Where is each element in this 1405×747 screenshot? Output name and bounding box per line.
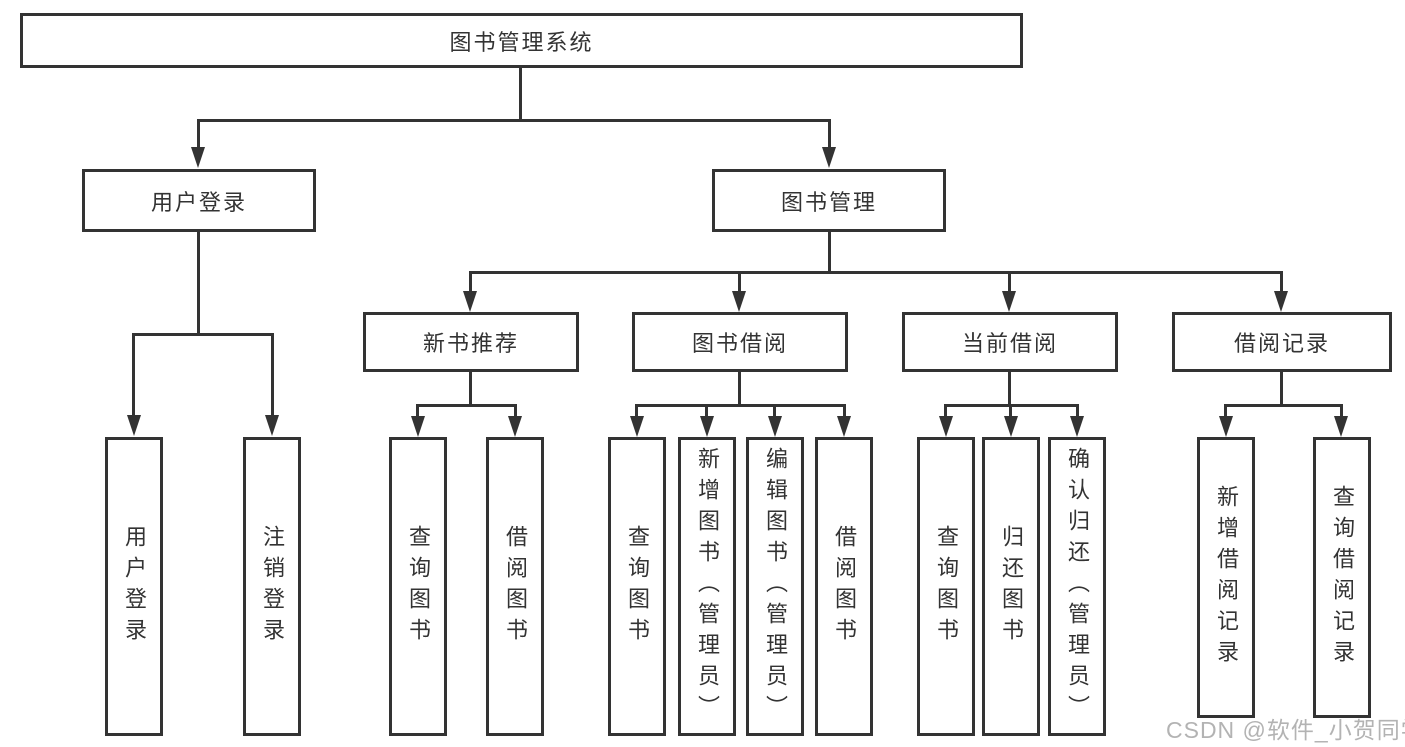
node-book-borrowing-label: 图书借阅 (691, 331, 788, 356)
leaf-confirm-return-admin-label: 确认归还（管理员） (1065, 447, 1090, 726)
leaf-borrow-books-2: 借阅图书 (815, 437, 873, 736)
connector-current-borrowing-stem (1008, 370, 1011, 407)
connector-drop-confirm-return (1076, 404, 1079, 418)
csdn-watermark: CSDN @软件_小贺同学 (1166, 717, 1405, 743)
node-borrow-records-label: 借阅记录 (1233, 331, 1330, 356)
arrowhead-borrow-books-2-icon (837, 416, 851, 437)
arrowhead-edit-books-admin-icon (768, 416, 782, 437)
node-root: 图书管理系统 (20, 13, 1023, 68)
arrowhead-book-borrowing-icon (732, 291, 746, 312)
leaf-edit-books-admin-label: 编辑图书（管理员） (763, 447, 788, 726)
connector-book-borrowing-rail (635, 404, 846, 407)
leaf-add-borrow-record: 新增借阅记录 (1197, 437, 1255, 718)
connector-drop-borrow-books-2 (843, 404, 846, 418)
node-borrow-records: 借阅记录 (1172, 312, 1392, 372)
arrowhead-add-books-admin-icon (700, 416, 714, 437)
arrowhead-user-login-icon (191, 147, 205, 168)
connector-root-rail (197, 119, 831, 122)
leaf-query-borrow-record-label: 查询借阅记录 (1330, 484, 1355, 671)
node-user-login-label: 用户登录 (150, 189, 247, 215)
node-book-management: 图书管理 (712, 169, 946, 232)
leaf-query-books-2: 查询图书 (608, 437, 666, 736)
leaf-logout: 注销登录 (243, 437, 301, 736)
node-user-login: 用户登录 (82, 169, 316, 232)
connector-drop-query-books-3 (944, 404, 947, 418)
connector-user-login-stem (197, 232, 200, 336)
arrowhead-query-books-2-icon (630, 416, 644, 437)
leaf-return-books: 归还图书 (982, 437, 1040, 736)
leaf-add-books-admin: 新增图书（管理员） (678, 437, 736, 736)
connector-book-management-stem (828, 232, 831, 274)
node-book-management-label: 图书管理 (780, 189, 877, 215)
arrowhead-query-books-1-icon (411, 416, 425, 437)
connector-drop-book-borrowing (738, 271, 741, 293)
leaf-query-books-3-label: 查询图书 (934, 524, 959, 649)
connector-drop-add-borrow-record (1224, 404, 1227, 418)
connector-new-book-recommend-rail (416, 404, 517, 407)
arrowhead-leaf-user-login-icon (127, 415, 141, 436)
arrowhead-new-book-recommend-icon (463, 291, 477, 312)
leaf-query-books-3: 查询图书 (917, 437, 975, 736)
connector-borrow-records-stem (1280, 370, 1283, 407)
leaf-user-login-label: 用户登录 (122, 524, 147, 649)
node-current-borrowing: 当前借阅 (902, 312, 1118, 372)
arrowhead-leaf-logout-icon (265, 415, 279, 436)
connector-drop-add-books-admin (705, 404, 708, 418)
node-new-book-recommend-label: 新书推荐 (422, 331, 519, 356)
connector-drop-return-books (1009, 404, 1012, 418)
leaf-return-books-label: 归还图书 (999, 524, 1024, 649)
connector-book-borrowing-stem (738, 370, 741, 407)
arrowhead-add-borrow-record-icon (1219, 416, 1233, 437)
connector-drop-query-borrow-record (1340, 404, 1343, 418)
arrowhead-query-borrow-record-icon (1334, 416, 1348, 437)
leaf-query-books-1: 查询图书 (389, 437, 447, 736)
connector-borrow-records-rail (1224, 404, 1343, 407)
arrowhead-borrow-records-icon (1274, 291, 1288, 312)
leaf-user-login: 用户登录 (105, 437, 163, 736)
leaf-confirm-return-admin: 确认归还（管理员） (1048, 437, 1106, 736)
leaf-query-books-1-label: 查询图书 (406, 524, 431, 649)
leaf-query-borrow-record: 查询借阅记录 (1313, 437, 1371, 718)
connector-drop-leaf-user-login (132, 333, 135, 417)
leaf-query-books-2-label: 查询图书 (625, 524, 650, 649)
arrowhead-confirm-return-icon (1070, 416, 1084, 437)
leaf-edit-books-admin: 编辑图书（管理员） (746, 437, 804, 736)
connector-drop-new-book-recommend (469, 271, 472, 293)
arrowhead-return-books-icon (1004, 416, 1018, 437)
leaf-borrow-books-1: 借阅图书 (486, 437, 544, 736)
connector-drop-borrow-books-1 (514, 404, 517, 418)
connector-drop-query-books-2 (635, 404, 638, 418)
connector-drop-edit-books-admin (773, 404, 776, 418)
connector-drop-borrow-records (1280, 271, 1283, 293)
arrowhead-book-management-icon (822, 147, 836, 168)
arrowhead-query-books-3-icon (939, 416, 953, 437)
node-book-borrowing: 图书借阅 (632, 312, 848, 372)
connector-user-login-rail (132, 333, 274, 336)
leaf-borrow-books-2-label: 借阅图书 (832, 524, 857, 649)
node-root-label: 图书管理系统 (449, 29, 594, 55)
connector-drop-current-borrowing (1008, 271, 1011, 293)
connector-drop-user-login (197, 119, 200, 151)
connector-new-book-recommend-stem (469, 370, 472, 407)
connector-drop-book-management (828, 119, 831, 151)
leaf-logout-label: 注销登录 (260, 524, 285, 649)
arrowhead-current-borrowing-icon (1002, 291, 1016, 312)
arrowhead-borrow-books-1-icon (508, 416, 522, 437)
connector-book-management-rail (469, 271, 1283, 274)
node-new-book-recommend: 新书推荐 (363, 312, 579, 372)
connector-drop-query-books-1 (416, 404, 419, 418)
leaf-borrow-books-1-label: 借阅图书 (503, 524, 528, 649)
node-current-borrowing-label: 当前借阅 (961, 331, 1058, 356)
leaf-add-books-admin-label: 新增图书（管理员） (695, 447, 720, 726)
connector-drop-leaf-logout (271, 333, 274, 417)
connector-root-stem (519, 66, 522, 119)
leaf-add-borrow-record-label: 新增借阅记录 (1214, 484, 1239, 671)
